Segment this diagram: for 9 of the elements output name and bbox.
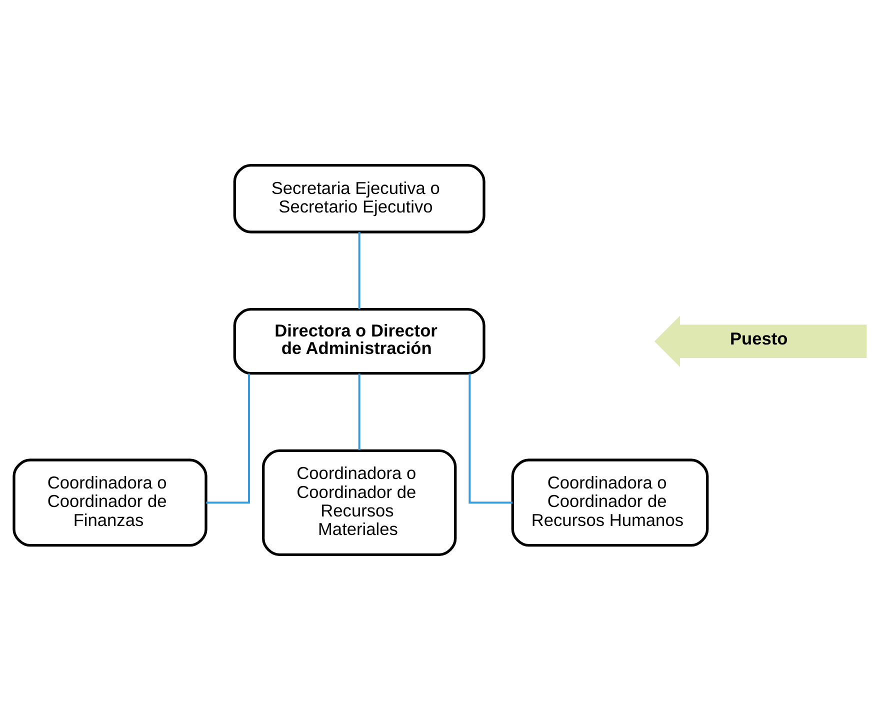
node-box: Coordinadora o Coordinador de Recursos Humanos	[511, 458, 709, 546]
node-box: Directora o Director de Administración	[233, 308, 486, 374]
connector	[358, 232, 360, 309]
connector	[206, 373, 250, 504]
node-box: Coordinadora o Coordinador de Recursos Materiales	[262, 448, 457, 556]
connector	[468, 373, 513, 504]
node-box: Secretaria Ejecutiva o Secretario Ejecutivo	[233, 164, 486, 233]
connector	[358, 373, 360, 450]
node-box: Coordinadora o Coordinador de Finanzas	[12, 458, 208, 546]
